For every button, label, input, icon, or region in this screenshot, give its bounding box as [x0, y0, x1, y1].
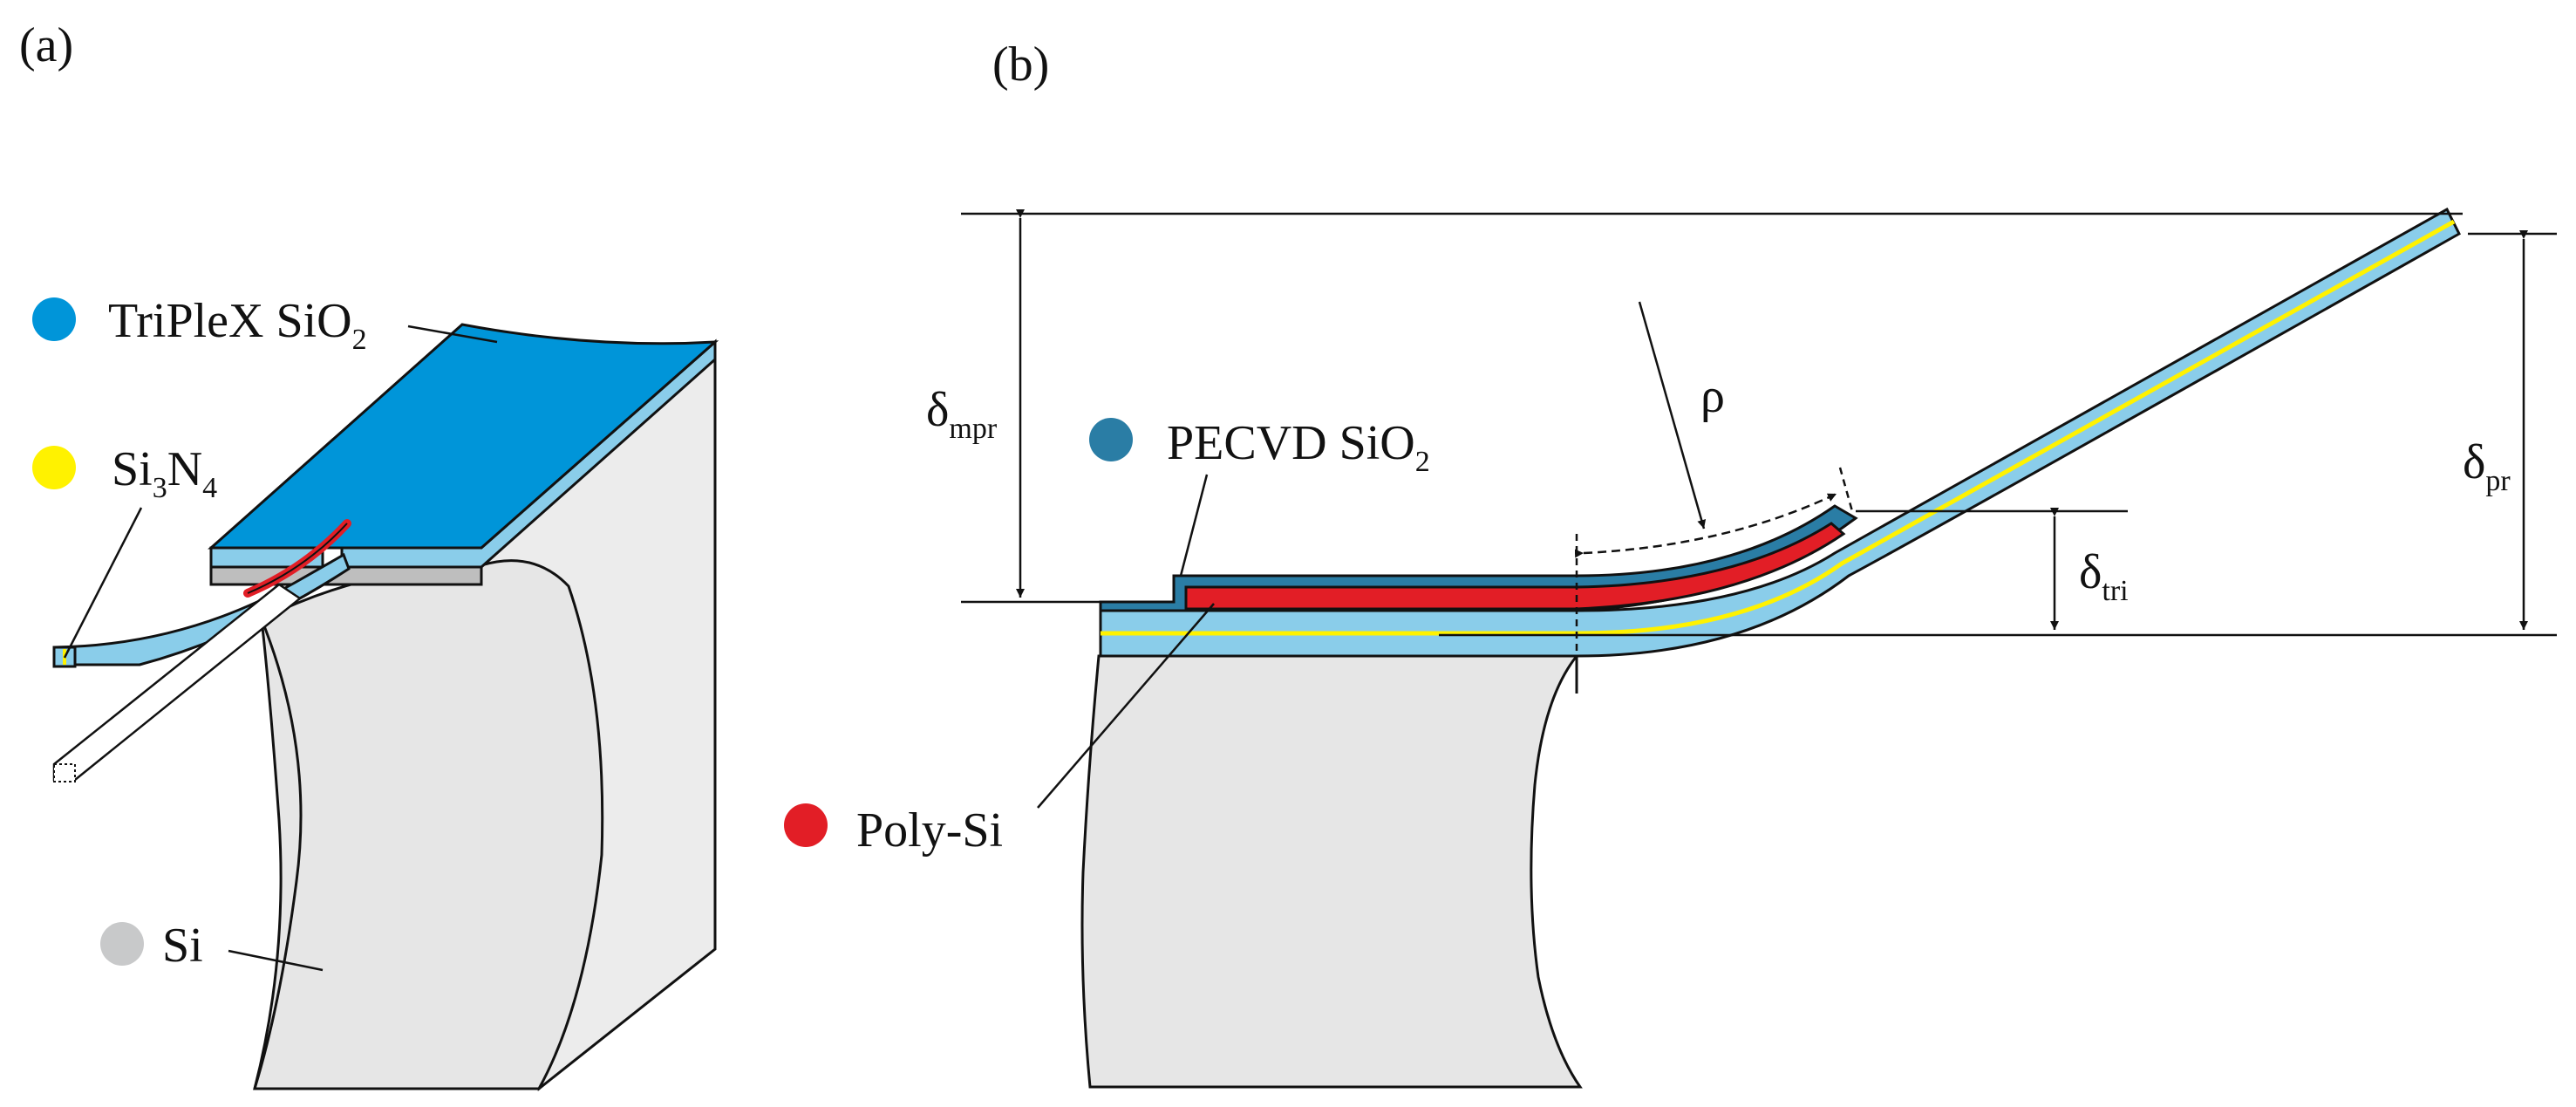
- legend-dot-polysi: [784, 803, 828, 847]
- leader-triplex: [407, 325, 498, 344]
- legend-dot-si: [100, 922, 144, 966]
- fiber-ghost-end: [53, 763, 76, 782]
- legend-label-polysi: Poly-Si: [856, 803, 1003, 858]
- legend-dot-triplex: [32, 297, 76, 341]
- leader-polysi: [1037, 603, 1215, 809]
- dim-label-mpr: δmpr: [926, 383, 998, 445]
- bend-arc-arrow: [1574, 492, 1837, 558]
- heater-outline: [247, 523, 348, 594]
- leader-pecvd: [1179, 474, 1209, 577]
- radius-arrow: [1638, 301, 1707, 530]
- legend-label-si: Si: [162, 919, 203, 973]
- fiber-ghost: [52, 583, 303, 782]
- cantilever-beam: [52, 552, 351, 666]
- panel-a-tag: (a): [19, 18, 73, 72]
- legend-label-nitride: Si3N4: [112, 442, 217, 504]
- nitride-core: [1101, 219, 2456, 636]
- leader-nitride: [63, 507, 143, 659]
- si-block-front: [253, 559, 604, 1090]
- si-substrate: [1080, 654, 1583, 1089]
- panel-a: (a) TriPleX SiO2: [19, 18, 719, 1091]
- si-groove-curve: [253, 618, 303, 1090]
- dim-label-tri: δtri: [2079, 545, 2129, 607]
- triplex-layer-top: [208, 323, 719, 550]
- legend-label-triplex: TriPleX SiO2: [108, 294, 367, 356]
- legend-dot-nitride: [32, 446, 76, 489]
- polysi-heater: [1184, 522, 1846, 611]
- dim-label-pr: δpr: [2463, 435, 2511, 497]
- legend-label-pecvd: PECVD SiO2: [1167, 416, 1430, 478]
- legend-dot-pecvd: [1089, 418, 1133, 461]
- bend-end-dashed: [1838, 467, 1854, 512]
- panel-b: (b) PECVD SiO2 Pol: [784, 38, 2557, 1089]
- panel-b-tag: (b): [992, 38, 1049, 92]
- leader-si: [228, 949, 324, 972]
- dim-label-rho: ρ: [1700, 369, 1725, 423]
